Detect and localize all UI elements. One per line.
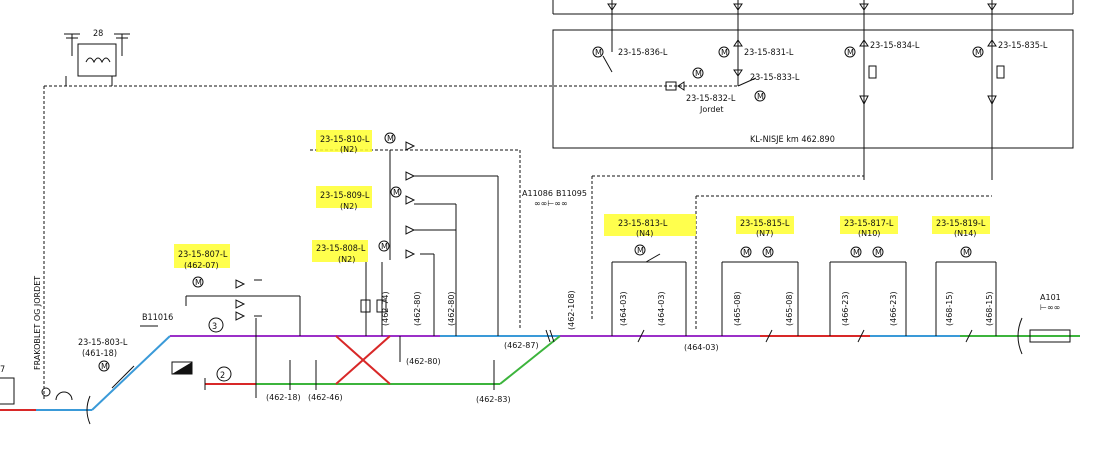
switch-834-label: 23-15-834-L — [870, 41, 920, 51]
tracks — [0, 335, 1080, 411]
svg-text:M: M — [847, 48, 854, 57]
switch-808-sub: (N2) — [338, 255, 355, 264]
svg-text:M: M — [721, 48, 728, 57]
section-labels: A11086 B11095 ∞∞⊢∞∞ A101 ⊢∞∞ (462-18) (4… — [266, 189, 1071, 404]
left-section: FRAKOBLET OG JORDET 7 23-15-803-L (461-1… — [0, 276, 257, 425]
branch-819: M — [935, 246, 997, 336]
switch-809-sub: (N2) — [340, 202, 357, 211]
jordet-label: Jordet — [699, 105, 724, 114]
switch-810-label: 23-15-810-L — [320, 135, 370, 145]
switch-803-ref: (461-18) — [82, 349, 117, 359]
kl-nisje-frame — [552, 29, 1074, 149]
vlabel-462-108: (462-108) — [567, 290, 576, 330]
switch-817-label: 23-15-817-L — [844, 219, 894, 229]
transformer-28: 28 — [64, 29, 130, 77]
b11016-label: B11016 — [142, 313, 173, 323]
label-462-46: (462-46) — [308, 393, 343, 402]
svg-text:M: M — [393, 188, 400, 197]
switch-810-sub: (N2) — [340, 145, 357, 154]
svg-text:M: M — [975, 48, 982, 57]
switch-807-sub: (462-07) — [184, 261, 219, 270]
label-464-03-h: (464-03) — [684, 343, 719, 352]
svg-text:M: M — [853, 248, 860, 257]
switch-835-label: 23-15-835-L — [998, 41, 1048, 51]
svg-text:M: M — [695, 69, 702, 78]
switch-832-833: M 23-15-832-L Jordet 23-15-833-L M — [665, 67, 800, 114]
switch-803-label: 23-15-803-L — [78, 338, 128, 348]
vlabel-466-23-b: (466-23) — [889, 291, 898, 326]
switch-832-label: 23-15-832-L — [686, 94, 736, 104]
svg-text:M: M — [765, 248, 772, 257]
svg-text:M: M — [743, 248, 750, 257]
svg-text:M: M — [387, 134, 394, 143]
a11086-label: A11086 — [522, 189, 553, 198]
svg-text:M: M — [381, 242, 388, 251]
edge-number: 7 — [0, 365, 5, 375]
highlighted-switches: 23-15-810-L (N2) 23-15-809-L (N2) 23-15-… — [174, 130, 990, 270]
svg-text:M: M — [595, 48, 602, 57]
switch-833-label: 23-15-833-L — [750, 73, 800, 83]
vlabel-464-03-a: (464-03) — [619, 291, 628, 326]
switch-835: M 23-15-835-L — [972, 30, 1048, 180]
svg-text:M: M — [637, 246, 644, 255]
svg-text:M: M — [875, 248, 882, 257]
switch-815-sub: (N7) — [756, 229, 773, 238]
svg-text:∞∞⊢∞∞: ∞∞⊢∞∞ — [534, 199, 568, 208]
vlabel-465-08-a: (465-08) — [733, 291, 742, 326]
switch-813-label: 23-15-813-L — [618, 219, 668, 229]
b11095-label: B11095 — [556, 189, 587, 198]
track-blue-diagonal — [91, 335, 171, 411]
svg-text:⊢∞∞: ⊢∞∞ — [1040, 303, 1060, 312]
switch-817-sub: (N10) — [858, 229, 880, 238]
transformer-number: 28 — [93, 29, 103, 39]
vlabel-468-15-b: (468-15) — [985, 291, 994, 326]
label-462-83: (462-83) — [476, 395, 511, 404]
vlabel-462-80-b: (462-80) — [447, 291, 456, 326]
switch-831-label: 23-15-831-L — [744, 48, 794, 58]
switch-836: M 23-15-836-L — [592, 30, 668, 73]
branch-808-810: M M M — [289, 132, 499, 390]
vlabel-468-15-a: (468-15) — [945, 291, 954, 326]
switch-831: M 23-15-831-L — [718, 30, 794, 86]
vlabel-465-08-b: (465-08) — [785, 291, 794, 326]
track-crossover-b — [335, 335, 391, 385]
svg-text:M: M — [195, 278, 202, 287]
svg-text:M: M — [757, 92, 764, 101]
switch-813-sub: (N4) — [636, 229, 653, 238]
switch-836-label: 23-15-836-L — [618, 48, 668, 58]
station-box: KL-NISJE km 462.890 M 23-15-836-L M 23-1… — [552, 0, 1074, 180]
a101-label: A101 — [1040, 293, 1061, 302]
top-feeders — [607, 0, 997, 30]
svg-text:M: M — [101, 362, 108, 371]
vlabel-462-80-a: (462-80) — [413, 291, 422, 326]
label-462-87: (462-87) — [504, 341, 539, 350]
insulator-ticks — [545, 329, 973, 343]
track-green-diag — [499, 335, 561, 385]
svg-text:M: M — [963, 248, 970, 257]
switch-815-label: 23-15-815-L — [740, 219, 790, 229]
switch-819-sub: (N14) — [954, 229, 976, 238]
switch-808-label: 23-15-808-L — [316, 244, 366, 254]
branch-813: M — [611, 244, 687, 336]
vlabel-464-03-b: (464-03) — [657, 291, 666, 326]
track-2-marker: 2 — [220, 371, 225, 381]
station-title: KL-NISJE km 462.890 — [750, 135, 835, 145]
branch-807: M — [185, 276, 301, 336]
switch-834: M 23-15-834-L — [844, 30, 920, 180]
feeder-bus — [43, 76, 992, 400]
label-462-18: (462-18) — [266, 393, 301, 402]
switch-809-label: 23-15-809-L — [320, 191, 370, 201]
track-3-marker: 3 — [212, 322, 217, 332]
branch-815: M M — [721, 246, 799, 336]
branch-817: M M — [829, 246, 907, 336]
label-462-80-h: (462-80) — [406, 357, 441, 366]
frakoblet-label: FRAKOBLET OG JORDET — [33, 276, 42, 370]
switch-819-label: 23-15-819-L — [936, 219, 986, 229]
vlabel-462-74: (462-74) — [381, 291, 390, 326]
vlabel-466-23-a: (466-23) — [841, 291, 850, 326]
switch-807-label: 23-15-807-L — [178, 250, 228, 260]
